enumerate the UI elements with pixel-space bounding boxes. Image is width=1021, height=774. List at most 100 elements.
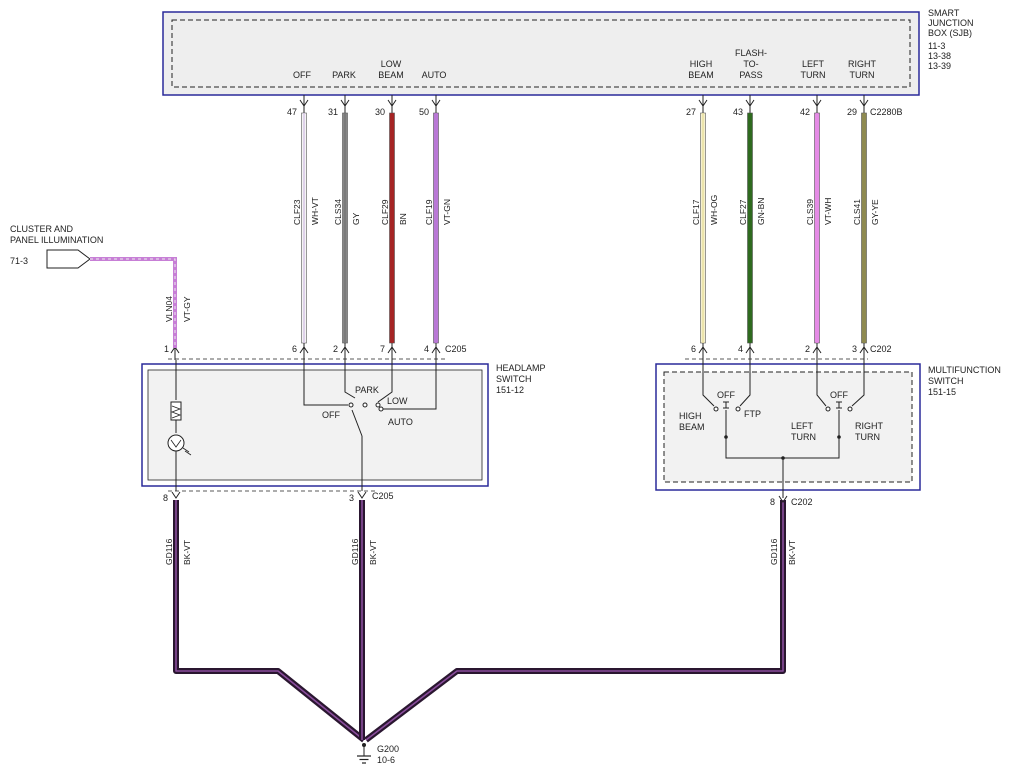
mfs-label-right-1: RIGHT [855,421,884,431]
color-label-high: WH-OG [709,195,719,225]
cluster-connector-shape [46,249,91,269]
ground-pin-headlamp-1: 8 [163,493,168,503]
sjb-pin-high: 27 [686,107,696,117]
wire-left: 42 2 CLS39 VT-WH [800,95,833,360]
mfs-label-high-1: HIGH [679,411,702,421]
sjb-pin-label-low-2: BEAM [378,70,404,80]
ground-wire-1 [173,500,366,743]
circuit-label-auto: CLF19 [424,199,434,225]
dev-pin-left: 2 [805,344,810,354]
sjb-pin-low: 30 [375,107,385,117]
ground-connector-1 [171,491,181,499]
sjb-pin-label-low-1: LOW [381,59,402,69]
sjb-pin-label-ftp-2: TO- [743,59,758,69]
dev-pin-auto: 4 [424,344,429,354]
sjb-pin-label-high-2: BEAM [688,70,714,80]
headlamp-connector-bottom: C205 [372,491,394,501]
headlamp-connector-top: C205 [445,344,467,354]
multifunction-switch: MULTIFUNCTION SWITCH 151-15 C202 C202 OF… [655,344,1001,507]
sjb-pin-label-right-1: RIGHT [848,59,877,69]
mfs-title-1: MULTIFUNCTION [928,365,1001,375]
color-label-ftp: GN-BN [756,198,766,225]
circuit-label-off: CLF23 [292,199,302,225]
sjb-pin-label-ftp-3: PASS [739,70,762,80]
headlamp-pos-auto: AUTO [388,417,413,427]
svg-text:BOX (SJB): BOX (SJB) [928,28,972,38]
gnd-circuit-3: GD116 [769,538,779,565]
ground-ref: 10-6 [377,755,395,765]
circuit-label-park: CLS34 [333,199,343,225]
svg-text:SMART: SMART [928,8,960,18]
sjb-module: SMART JUNCTION BOX (SJB) 11-3 13-38 13-3… [162,8,974,117]
svg-text:13-39: 13-39 [928,61,951,71]
mfs-title-2: SWITCH [928,376,964,386]
cluster-connector: CLUSTER AND PANEL ILLUMINATION 71-3 VLN0… [10,224,192,354]
ground-connector-3 [778,495,788,503]
sjb-pin-left: 42 [800,107,810,117]
color-label-right: GY-YE [870,199,880,225]
mfs-label-off-right: OFF [830,390,848,400]
sjb-pin-label-left-1: LEFT [802,59,825,69]
cluster-pin: 1 [164,344,169,354]
cluster-ref: 71-3 [10,256,28,266]
circuit-label-high: CLF17 [691,199,701,225]
svg-text:13-38: 13-38 [928,51,951,61]
cluster-title-2: PANEL ILLUMINATION [10,235,103,245]
cluster-circuit: VLN04 [164,296,174,322]
dev-pin-off: 6 [292,344,297,354]
sjb-pin-label-park: PARK [332,70,356,80]
sjb-pin-right: 29 [847,107,857,117]
ground-id: G200 [377,744,399,754]
sjb-ref-2: 13-38 [928,51,951,61]
sjb-pin-label-left-2: TURN [801,70,826,80]
color-label-low: BN [398,213,408,225]
svg-text:JUNCTION: JUNCTION [928,18,974,28]
gnd-circuit-1: GD116 [164,538,174,565]
sjb-pin-ftp: 43 [733,107,743,117]
gnd-circuit-2: GD116 [350,538,360,565]
ground-symbol-icon [357,743,371,764]
ground-wire-3 [364,500,786,743]
mfs-label-left-1: LEFT [791,421,814,431]
ground-wires: 8 3 8 GD116 BK-VT GD116 BK-VT GD116 BK-V… [163,491,797,765]
sjb-ref-3: 13-39 [928,61,951,71]
color-label-left: VT-WH [823,198,833,225]
gnd-color-1: BK-VT [182,540,192,565]
mfs-connector-bottom: C202 [791,497,813,507]
sjb-pin-auto: 50 [419,107,429,117]
lamp-icon [167,434,185,452]
headlamp-pos-off: OFF [322,410,340,420]
mfs-label-off-left: OFF [717,390,735,400]
sjb-pin-label-ftp-1: FLASH- [735,48,767,58]
headlamp-pos-low: LOW [387,396,408,406]
svg-text:11-3: 11-3 [928,41,945,51]
circuit-label-left: CLS39 [805,199,815,225]
dev-pin-high: 6 [691,344,696,354]
dev-pin-park: 2 [333,344,338,354]
headlamp-title-2: SWITCH [496,374,532,384]
wire-high: 27 6 CLF17 WH-OG [686,95,719,360]
sjb-connector-id: C2280B [870,107,903,117]
mfs-label-ftp: FTP [744,409,761,419]
sjb-pin-label-auto: AUTO [422,70,447,80]
sjb-pin-park: 31 [328,107,338,117]
sjb-pin-label-off: OFF [293,70,311,80]
gnd-color-3: BK-VT [787,540,797,565]
headlamp-title-1: HEADLAMP [496,363,546,373]
mfs-label-high-2: BEAM [679,422,705,432]
circuit-label-right: CLS41 [852,199,862,225]
ground-pin-headlamp-2: 3 [349,493,354,503]
color-label-park: GY [351,212,361,225]
cluster-pin-arrow [170,346,180,360]
sjb-title-1: SMART [928,8,960,18]
headlamp-pos-park: PARK [355,385,379,395]
color-label-auto: VT-GN [442,199,452,225]
headlamp-switch: HEADLAMP SWITCH 151-12 C205 C205 PARK OF… [141,344,546,501]
sjb-pin-label-right-2: TURN [850,70,875,80]
